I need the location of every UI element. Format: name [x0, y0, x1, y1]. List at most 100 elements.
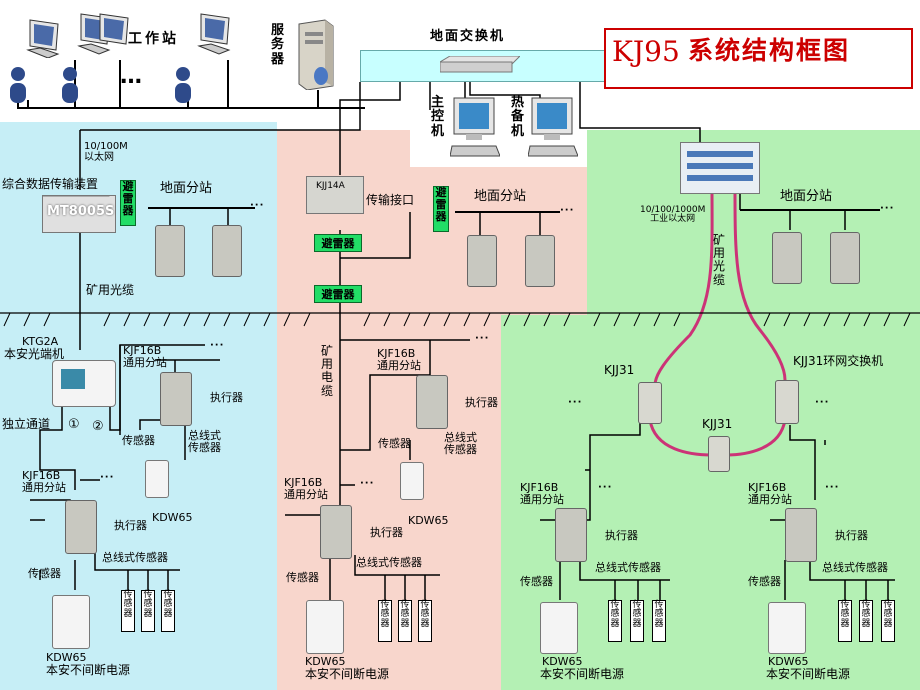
kdw65-left-b-label: KDW65 [46, 651, 87, 664]
right-a-sensor-1: 传感器 [608, 600, 622, 642]
ground-substation-right-2 [830, 232, 860, 284]
middle-lightning-arrester-3: 避雷器 [314, 285, 362, 303]
kdw65-right-b [768, 602, 806, 654]
right-sub-a-actuator: 执行器 [605, 529, 638, 542]
left-sub-b-model: KJF16B [22, 469, 61, 482]
middle-ground-substation-label: 地面分站 [474, 189, 527, 204]
left-sub-b-actuator: 执行器 [114, 519, 147, 532]
right-sub-a-sensor: 传感器 [520, 575, 553, 588]
kdw65-left-a [145, 460, 169, 498]
user-icon-2 [60, 65, 80, 103]
left-sub-a-bus-sensor: 总线式 传感器 [188, 429, 221, 454]
right-b-sensor-1: 传感器 [838, 600, 852, 642]
right-fiber-label: 矿用光缆 [712, 233, 725, 287]
mid-sub-b-bus-sensor: 总线式传感器 [356, 556, 422, 569]
ground-substation-left-2 [212, 225, 242, 277]
mine-cable-label: 矿用电缆 [320, 344, 333, 398]
industrial-switch-device [680, 142, 760, 194]
server-icon [295, 18, 337, 91]
ups-right-b-label: 本安不间断电源 [766, 667, 851, 681]
mid-substation-b [320, 505, 352, 559]
right-b-sensor-2: 传感器 [859, 600, 873, 642]
mid-sub-a-bus-sensor: 总线式 传感器 [444, 431, 477, 456]
workstations-ellipsis: … [120, 64, 142, 89]
ups-left-label: 本安不间断电源 [46, 663, 131, 677]
right-sub-b-bus-sensor: 总线式传感器 [822, 561, 888, 574]
right-sub-b-actuator: 执行器 [835, 529, 868, 542]
ups-mid-label: 本安不间断电源 [305, 667, 390, 681]
mid-sub-b-arrow: ··· [360, 478, 375, 489]
monitor-icon-1 [24, 18, 62, 59]
mid-sub-b-actuator: 执行器 [370, 526, 403, 539]
ring-switch-label: KJJ31环网交换机 [793, 354, 884, 368]
kdw65-mid-b-label: KDW65 [305, 655, 346, 668]
integrated-transmission-label: 综合数据传输装置 [2, 177, 99, 191]
ktg2a-device [52, 360, 116, 407]
left-substation-b [65, 500, 97, 554]
kjj31-right-arrow: ··· [815, 397, 830, 408]
left-sensor-3: 传感器 [161, 590, 175, 632]
mid-sub-b-sensor: 传感器 [286, 571, 319, 584]
kdw65-left-a-label: KDW65 [152, 511, 193, 524]
left-sub-b-bus-sensor: 总线式传感器 [102, 551, 168, 564]
kjj31-bottom-device [708, 436, 730, 472]
kdw65-mid-a-label: KDW65 [408, 514, 449, 527]
right-sub-a-bus-sensor: 总线式传感器 [595, 561, 661, 574]
kdw65-mid-a [400, 462, 424, 500]
left-ground-substation-label: 地面分站 [160, 181, 213, 196]
mid-sub-a-actuator: 执行器 [465, 396, 498, 409]
mid-sensor-2: 传感器 [398, 600, 412, 642]
right-sub-b-sensor: 传感器 [748, 575, 781, 588]
kdw65-mid-b [306, 600, 344, 654]
kjj31-left-label: KJJ31 [604, 363, 635, 377]
optical-terminal-label: 本安光端机 [4, 347, 65, 361]
right-sub-a-arrow: ··· [598, 482, 613, 493]
ground-switch-icon [438, 55, 522, 74]
mid-sub-a-label: 通用分站 [377, 359, 421, 372]
middle-ground-arrow: ··· [560, 205, 575, 216]
right-substation-b [785, 508, 817, 562]
left-lightning-arrester: 避雷器 [120, 180, 136, 226]
ground-substation-mid-2 [525, 235, 555, 287]
right-b-sensor-3: 传感器 [881, 600, 895, 642]
left-sub-a-actuator: 执行器 [210, 391, 243, 404]
middle-top-arrow: ··· [475, 333, 490, 344]
title-chinese: 系统结构框图 [688, 36, 851, 65]
independent-channel-label: 独立通道 [2, 417, 51, 431]
left-sub-a-model: KJF16B [123, 344, 162, 357]
right-sub-b-label: 通用分站 [748, 493, 792, 506]
main-host-label: 主控机 [430, 95, 444, 139]
right-substation-a [555, 508, 587, 562]
right-ground-substation-label: 地面分站 [780, 189, 833, 204]
mid-substation-a [416, 375, 448, 429]
title-prefix: KJ95 [612, 35, 680, 68]
channel-1-marker: ① [68, 417, 80, 432]
left-ethernet-label: 10/100M 以太网 [84, 141, 128, 163]
left-ground-arrow: ··· [250, 200, 265, 211]
standby-host-label: 热备机 [510, 95, 524, 139]
server-label: 服务器 [270, 23, 284, 67]
monitor-icon-3 [94, 12, 132, 57]
right-a-sensor-3: 传感器 [652, 600, 666, 642]
right-ground-arrow: ··· [880, 203, 895, 214]
kjj14a-device [306, 176, 364, 214]
workstations-label: 工作站 [128, 31, 179, 47]
user-icon-3 [173, 65, 193, 103]
standby-host-icon [527, 96, 579, 158]
kjj31-left-device [638, 382, 662, 424]
kdw65-right-a-label: KDW65 [542, 655, 583, 668]
ground-substation-mid-1 [467, 235, 497, 287]
left-top-arrow: ··· [210, 340, 225, 351]
left-sensor-2: 传感器 [141, 590, 155, 632]
transmission-interface-label: 传输接口 [366, 193, 415, 207]
mid-sensor-1: 传感器 [378, 600, 392, 642]
right-a-sensor-2: 传感器 [630, 600, 644, 642]
kjj31-left-arrow: ··· [568, 397, 583, 408]
ktg2a-model: KTG2A [22, 335, 59, 348]
main-host-icon [449, 96, 501, 158]
right-sub-b-model: KJF16B [748, 481, 787, 494]
mid-sub-a-sensor: 传感器 [378, 437, 411, 450]
left-sub-b-arrow: ··· [100, 472, 115, 483]
left-sub-a-label: 通用分站 [123, 356, 167, 369]
kjj31-right-device [775, 380, 799, 424]
